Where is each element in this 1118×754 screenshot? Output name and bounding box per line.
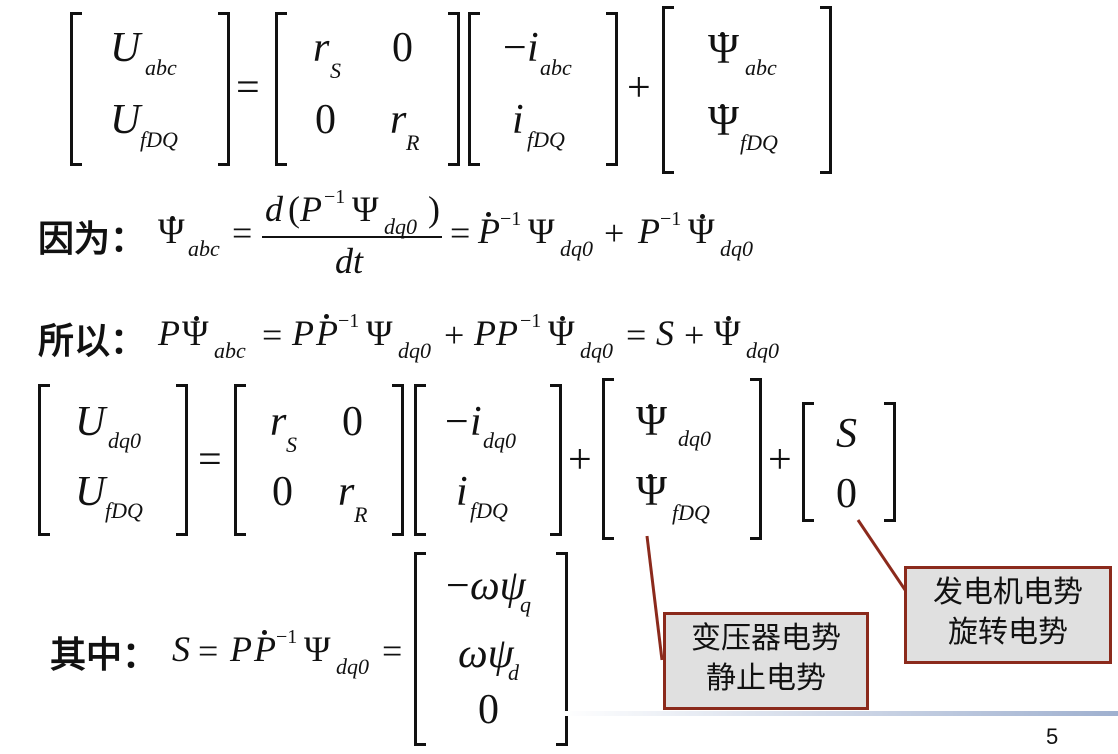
note-rotational-emf-line2: 旋转电势 [948,615,1068,650]
note-rotational-emf: 发电机电势 旋转电势 [904,566,1112,664]
label-because: 因为： [38,219,147,260]
page-number: 5 [1046,724,1059,749]
note-transformer-emf: 变压器电势 静止电势 [663,612,869,710]
note-transformer-emf-line1: 变压器电势 [691,621,841,656]
label-where: 其中： [50,635,159,676]
note-transformer-emf-line2: 静止电势 [706,661,826,696]
label-therefore: 所以： [38,321,147,362]
note-rotational-emf-line1: 发电机电势 [933,575,1083,610]
footer-bar [560,711,1118,716]
